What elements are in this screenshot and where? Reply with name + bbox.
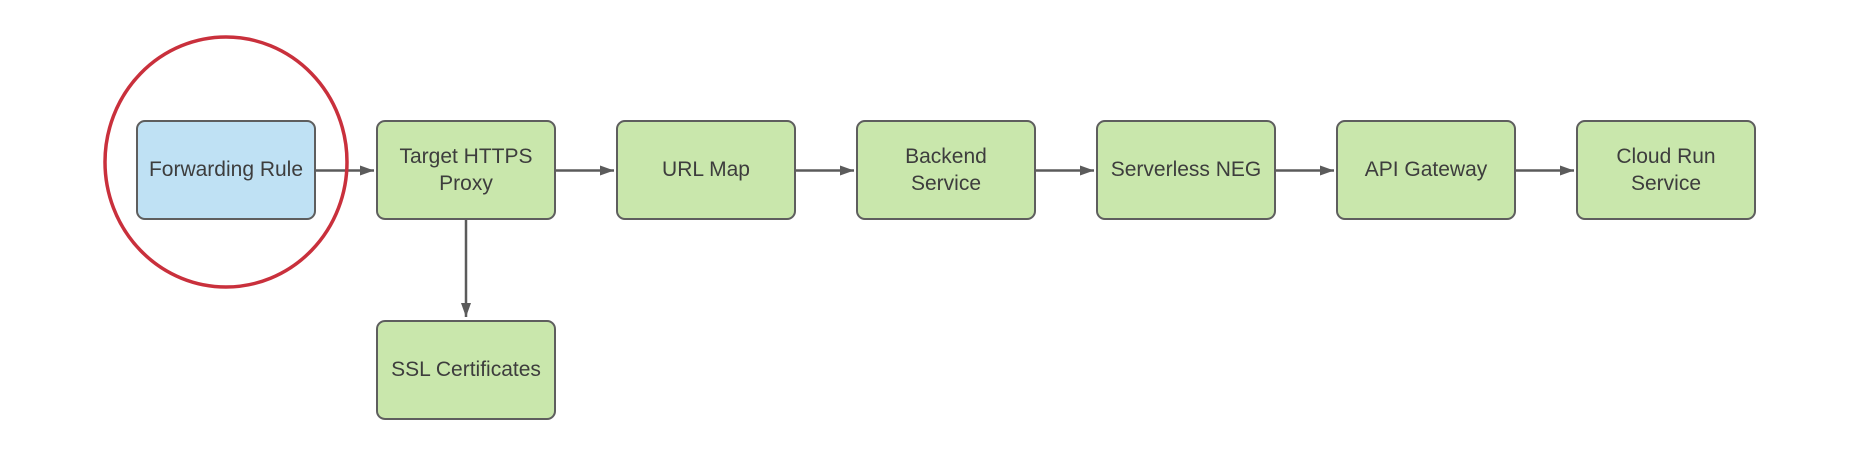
node-label: URL Map — [662, 158, 750, 182]
node-label: Backend Service — [905, 144, 987, 195]
node-ssl-certificates: SSL Certificates — [376, 320, 556, 420]
node-url-map: URL Map — [616, 120, 796, 220]
node-cloud-run-service: Cloud Run Service — [1576, 120, 1756, 220]
node-api-gateway: API Gateway — [1336, 120, 1516, 220]
node-label: Cloud Run Service — [1616, 144, 1716, 195]
node-backend-service: Backend Service — [856, 120, 1036, 220]
node-label: Forwarding Rule — [148, 158, 304, 182]
node-serverless-neg: Serverless NEG — [1096, 120, 1276, 220]
node-label: Serverless NEG — [1110, 158, 1262, 182]
node-target-https-proxy: Target HTTPS Proxy — [376, 120, 556, 220]
node-label: SSL Certificates — [391, 358, 541, 382]
node-forwarding-rule: Forwarding Rule — [136, 120, 316, 220]
node-label: API Gateway — [1364, 158, 1488, 182]
node-label: Target HTTPS Proxy — [399, 144, 533, 195]
